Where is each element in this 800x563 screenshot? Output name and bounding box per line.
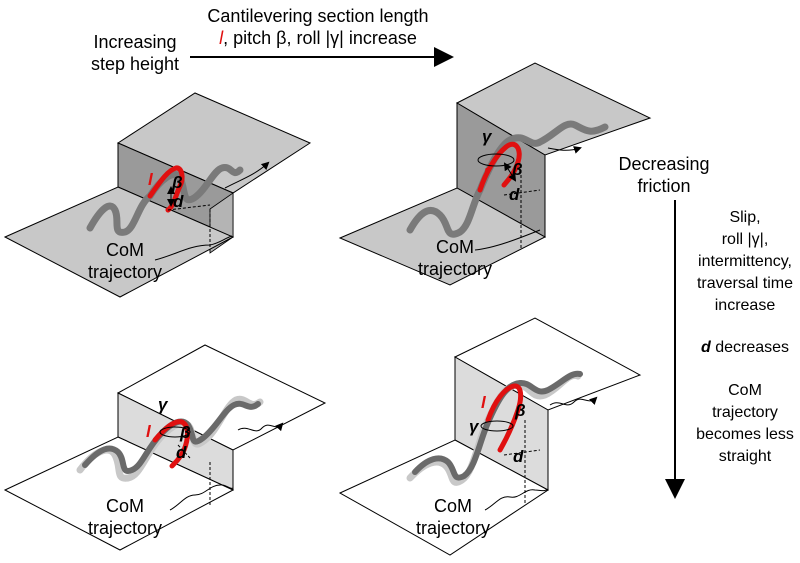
d-line [503, 449, 541, 456]
beta-label: β [171, 173, 183, 192]
d-label: d [509, 185, 520, 204]
com-label-1: CoM [106, 240, 144, 260]
com-trajectory-lower [484, 488, 549, 511]
d-decreases-label: d decreases [701, 339, 789, 356]
l-label: l [483, 165, 489, 184]
gamma-roll-ellipse [480, 420, 514, 432]
gamma-label: γ [158, 395, 169, 414]
gamma-label: γ [469, 417, 480, 436]
com-trajectory-lower [474, 229, 541, 251]
lower-surface [3, 186, 235, 298]
step-height-label: step height [91, 54, 179, 74]
gamma-roll-ellipse [159, 426, 191, 438]
d-line [503, 189, 541, 196]
beta-label: β [179, 423, 191, 442]
d-label: d [176, 443, 187, 462]
com-line: CoM [728, 382, 762, 399]
com-label-1: CoM [106, 496, 144, 516]
d-line [177, 444, 191, 459]
panel-low-step-low-friction: γ l β d CoM trajectory [3, 344, 327, 551]
d-symbol: d [701, 339, 712, 356]
l-label: l [146, 422, 152, 441]
l-label: l [148, 170, 154, 189]
l-label: l [481, 393, 487, 412]
effect-line: intermittency, [698, 253, 792, 270]
friction-label: friction [637, 176, 690, 196]
panel-high-step-low-friction: l γ β d CoM trajectory [338, 317, 642, 556]
com-label-1: CoM [434, 496, 472, 516]
right-column: Decreasing friction Slip, roll |γ|, inte… [618, 154, 794, 499]
panel-low-step-high-friction: l β d CoM trajectory [3, 92, 312, 298]
com-label-2: trajectory [88, 518, 162, 538]
com-line: straight [719, 448, 772, 465]
com-label-2: trajectory [88, 262, 162, 282]
decreasing-label: Decreasing [618, 154, 709, 174]
com-straightness: CoM trajectory becomes less straight [696, 382, 794, 465]
increasing-label: Increasing [93, 32, 176, 52]
d-line [167, 204, 211, 211]
lower-surface [338, 187, 547, 286]
panel-high-step-high-friction: γ l β d CoM trajectory [338, 62, 652, 286]
com-label-2: trajectory [416, 518, 490, 538]
header-top-line: Cantilevering section length [207, 6, 428, 26]
com-trajectory-upper [224, 161, 270, 189]
cantilever-section [152, 419, 190, 469]
effect-line: Slip, [729, 209, 760, 226]
com-line: becomes less [696, 426, 794, 443]
effects-list: Slip, roll |γ|, intermittency, traversal… [697, 209, 793, 314]
lower-surface [338, 439, 549, 556]
com-label-2: trajectory [418, 259, 492, 279]
com-trajectory-upper [549, 396, 598, 406]
com-label-1: CoM [436, 237, 474, 257]
header-second-line-rest: , pitch β, roll |γ| increase [223, 28, 417, 48]
com-trajectory-upper [547, 146, 582, 154]
d-label: d [173, 192, 184, 211]
beta-label: β [511, 160, 523, 179]
d-label: d [513, 447, 524, 466]
gamma-roll-ellipse [477, 153, 515, 167]
com-trajectory-upper [237, 422, 284, 432]
effect-line: traversal time [697, 275, 793, 292]
effect-line: increase [715, 297, 776, 314]
gamma-label: γ [482, 127, 493, 146]
com-trajectory-lower [154, 235, 233, 261]
com-trajectory-lower [169, 484, 234, 511]
cantilever-section [485, 383, 524, 453]
beta-label: β [514, 401, 526, 420]
header: Cantilevering section length l, pitch β,… [91, 6, 454, 74]
header-second-line: l, pitch β, roll |γ| increase [219, 28, 417, 48]
beta-arrow [503, 162, 517, 182]
effect-line: roll |γ|, [722, 231, 769, 248]
header-symbol-l: l [219, 28, 224, 48]
com-line: trajectory [712, 404, 778, 421]
